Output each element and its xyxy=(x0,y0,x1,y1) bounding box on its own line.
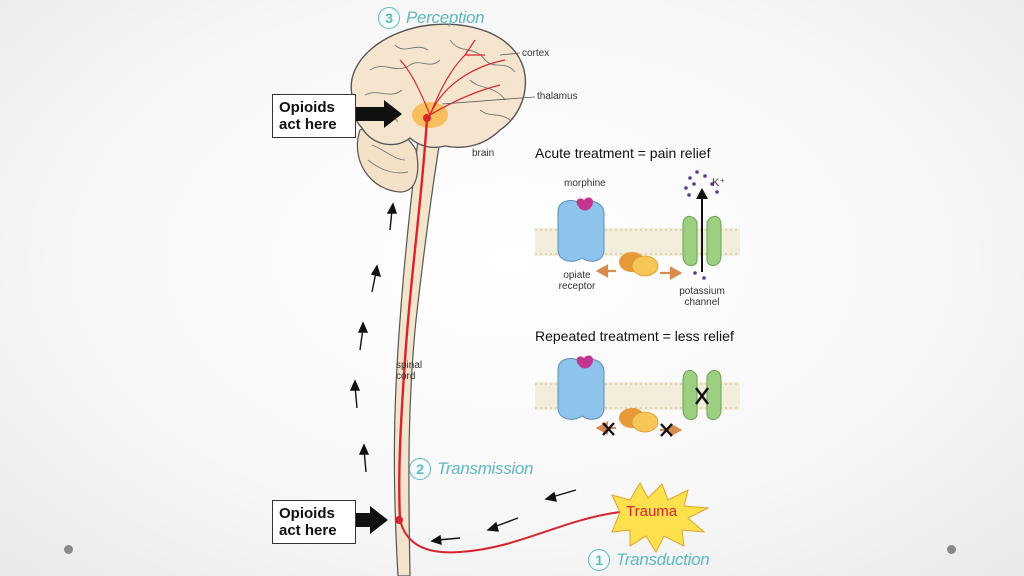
step-number: 1 xyxy=(588,549,610,571)
opioids-box-brain: Opioids act here xyxy=(272,94,356,138)
trauma-burst xyxy=(611,481,710,554)
gprotein-arrows-acute xyxy=(595,264,683,280)
opioids-box-spinal: Opioids act here xyxy=(272,500,356,544)
potassium-channel-label-line2: channel xyxy=(684,297,720,308)
opiate-receptor-acute xyxy=(557,199,605,262)
ascending-pathway xyxy=(398,117,429,521)
opioid-arrow-top xyxy=(352,100,402,128)
peripheral-nerve xyxy=(399,511,621,554)
opiate-receptor-repeated xyxy=(557,357,605,420)
step-perception: 3 Perception xyxy=(378,7,485,29)
potassium-channel-label: potassium channel xyxy=(674,286,730,308)
opioids-box-line1: Opioids xyxy=(279,505,335,522)
incoming-arrows xyxy=(430,489,577,546)
potassium-channel-acute xyxy=(682,215,722,266)
trauma-label: Trauma xyxy=(626,503,678,520)
thalamus-label: thalamus xyxy=(537,91,578,102)
step-transduction: 1 Transduction xyxy=(588,549,710,571)
step-number: 2 xyxy=(409,458,431,480)
spinal-cord-label-line2: cord xyxy=(396,371,416,382)
blocked-x-marks xyxy=(602,422,673,437)
channel-blocked-x xyxy=(695,387,709,405)
opiate-receptor-label: opiate receptor xyxy=(552,270,602,292)
potassium-channel-repeated xyxy=(682,370,722,420)
step-label: Transmission xyxy=(437,459,534,478)
ascending-arrows xyxy=(349,202,397,473)
step-transmission: 2 Transmission xyxy=(409,458,534,480)
spinal-cord xyxy=(393,139,441,576)
morphine-molecule-acute xyxy=(576,197,594,211)
spinal-cord-label: spinal cord xyxy=(396,360,422,382)
cortical-pathways xyxy=(399,39,506,116)
morphine-molecule-repeated xyxy=(576,355,594,369)
slide-bullet-left xyxy=(64,545,73,554)
opioids-box-line2: act here xyxy=(279,522,337,539)
potassium-ions xyxy=(684,170,719,280)
step-label: Transduction xyxy=(616,550,710,569)
opioids-box-line1: Opioids xyxy=(279,99,335,116)
potassium-channel-label-line1: potassium xyxy=(679,286,725,297)
repeated-treatment-title: Repeated treatment = less relief xyxy=(535,328,734,344)
step-number: 3 xyxy=(378,7,400,29)
opiate-receptor-label-line1: opiate xyxy=(563,270,591,281)
brain-outline xyxy=(350,23,527,149)
morphine-label: morphine xyxy=(564,178,606,189)
opioid-arrow-bottom xyxy=(352,506,388,534)
opioids-box-line2: act here xyxy=(279,116,337,133)
cortex-label: cortex xyxy=(522,48,550,59)
opiate-receptor-label-line2: receptor xyxy=(558,281,596,292)
step-label: Perception xyxy=(406,8,485,27)
spinal-cord-label-line1: spinal xyxy=(396,360,423,371)
potassium-ion-label: K⁺ xyxy=(712,177,726,189)
brain-label: brain xyxy=(472,148,495,159)
slide-bullet-right xyxy=(947,545,956,554)
acute-treatment-title: Acute treatment = pain relief xyxy=(535,145,711,161)
